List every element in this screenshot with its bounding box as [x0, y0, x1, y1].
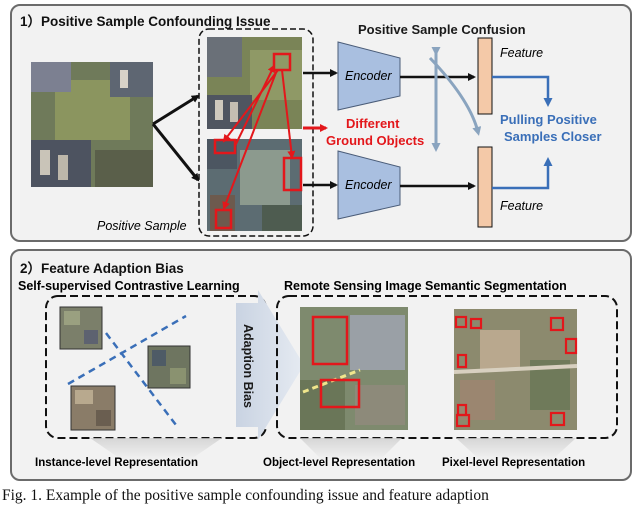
- instance-tile-1: [59, 306, 103, 350]
- positive-sample-box: [198, 28, 314, 237]
- encoder-top-label: Encoder: [345, 69, 392, 83]
- object-level-image: [300, 307, 408, 430]
- pulling-line1: Pulling Positive: [500, 112, 597, 127]
- arrow-to-crop-top: [152, 94, 200, 126]
- panel1-title: 1）Positive Sample Confounding Issue: [20, 14, 271, 29]
- instance-tile-2: [147, 345, 191, 389]
- encoder-bottom-label: Encoder: [345, 178, 392, 192]
- segmentation-box: [276, 295, 618, 439]
- source-aerial-image: [31, 62, 153, 187]
- object-level-label: Object-level Representation: [263, 457, 416, 469]
- red-box-bottom-3: [214, 208, 233, 230]
- adaption-bias-arrow: [236, 290, 304, 440]
- panel2-title: 2）Feature Adaption Bias: [20, 261, 184, 276]
- embedding-separator-lines: [67, 314, 187, 426]
- different-line2: Ground Objects: [326, 133, 425, 148]
- arrow-to-crop-bottom: [151, 123, 200, 182]
- encoder-bottom: [337, 150, 401, 220]
- instance-level-label: Instance-level Representation: [35, 457, 198, 469]
- feature-bar-bottom: [477, 146, 493, 228]
- pixel-red-boxes: [454, 315, 578, 428]
- different-line1: Different: [346, 116, 400, 131]
- confusion-arrows: [428, 47, 482, 152]
- feature-top-label: Feature: [500, 46, 544, 60]
- crop-image-bottom: [207, 139, 302, 231]
- positive-sample-label: Positive Sample: [97, 219, 187, 233]
- segmentation-heading: Remote Sensing Image Semantic Segmentati…: [284, 279, 567, 293]
- red-connection-lines: [222, 64, 296, 210]
- feature-bar-top: [477, 37, 493, 115]
- adaption-bias-label: Adaption Bias: [241, 323, 255, 409]
- encoder-top: [337, 41, 401, 111]
- object-red-box-2: [319, 378, 361, 409]
- pulling-line2: Samples Closer: [504, 129, 602, 144]
- pixel-level-label: Pixel-level Representation: [442, 457, 586, 469]
- feature-bottom-label: Feature: [500, 199, 544, 213]
- figure-caption: Fig. 1. Example of the positive sample c…: [2, 487, 489, 504]
- object-red-box-1: [311, 315, 349, 366]
- contrastive-heading: Self-supervised Contrastive Learning: [18, 279, 240, 293]
- pulling-arrows: [492, 75, 553, 190]
- confusion-label: Positive Sample Confusion: [358, 22, 526, 37]
- instance-tile-3: [70, 385, 116, 431]
